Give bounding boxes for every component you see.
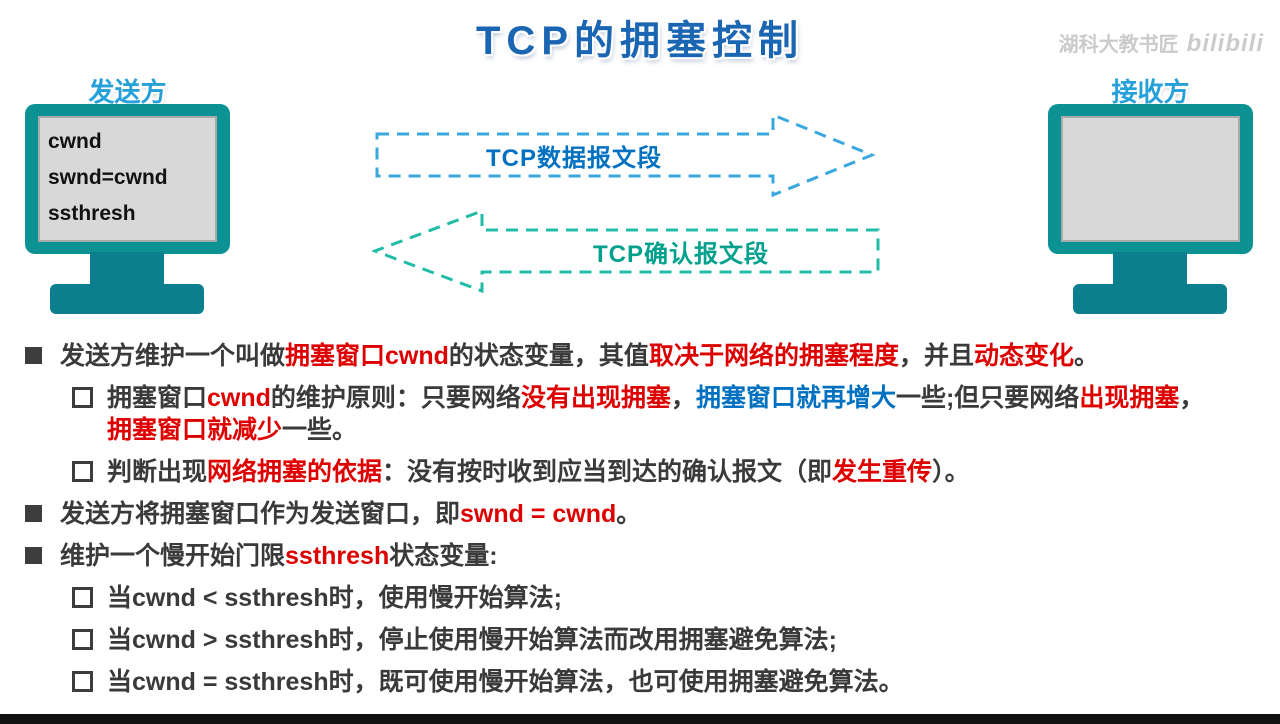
text-segment: 当cwnd = ssthresh时，既可使用慢开始算法，也可使用拥塞避免算法。 [107,668,904,696]
filled-square-bullet-icon [25,547,42,564]
text-segment: 动态变化 [973,342,1074,370]
text-segment: 出现拥塞 [1079,384,1180,412]
screen-variable-swnd: swnd=cwnd [48,166,168,189]
receiver-monitor-base [1073,284,1227,314]
bullet-text: 维护一个慢开始门限ssthresh状态变量: [60,540,1252,572]
text-segment: ， [1179,384,1205,412]
text-segment: 当cwnd > ssthresh时，停止使用慢开始算法而改用拥塞避免算法; [107,626,837,654]
bullet-item: 发送方维护一个叫做拥塞窗口cwnd的状态变量，其值取决于网络的拥塞程度，并且动态… [25,340,1252,372]
text-segment: 状态变量: [389,542,498,570]
bullet-text: 当cwnd < ssthresh时，使用慢开始算法; [107,582,1252,614]
sender-monitor-stand [90,252,164,286]
hollow-square-bullet-icon [72,629,93,650]
text-segment: 发送方将拥塞窗口作为发送窗口，即 [60,500,461,528]
sub-bullet-item: 拥塞窗口cwnd的维护原则：只要网络没有出现拥塞，拥塞窗口就再增大一些;但只要网… [25,382,1252,446]
right-arrow-icon [375,112,875,198]
screen-variable-cwnd: cwnd [48,130,102,153]
sender-monitor-base [50,284,204,314]
text-segment: ）。 [932,458,970,486]
left-arrow-icon [372,208,880,294]
text-segment: 一些。 [282,416,358,444]
page-title: TCP的拥塞控制 [476,19,804,63]
bullet-list: 发送方维护一个叫做拥塞窗口cwnd的状态变量，其值取决于网络的拥塞程度，并且动态… [25,340,1252,708]
sender-screen: cwnd swnd=cwnd ssthresh [38,116,217,242]
tcp-ack-arrow-label: TCP确认报文段 [593,240,769,268]
text-segment: 维护一个慢开始门限 [60,542,286,570]
bullet-text: 发送方维护一个叫做拥塞窗口cwnd的状态变量，其值取决于网络的拥塞程度，并且动态… [60,340,1252,372]
text-segment: ssthresh [285,542,390,570]
bottom-bar [0,714,1280,724]
text-segment: 当cwnd < ssthresh时，使用慢开始算法; [107,584,562,612]
bullet-item: 维护一个慢开始门限ssthresh状态变量: [25,540,1252,572]
text-segment: 发送方维护一个叫做 [60,342,286,370]
screen-variable-ssthresh: ssthresh [48,202,136,225]
receiver-monitor-stand [1113,252,1187,286]
sender-computer-icon: cwnd swnd=cwnd ssthresh [25,104,230,254]
filled-square-bullet-icon [25,505,42,522]
text-segment: swnd = cwnd [460,500,617,528]
bullet-text: 当cwnd = ssthresh时，既可使用慢开始算法，也可使用拥塞避免算法。 [107,666,1252,698]
text-segment: 。 [1073,342,1099,370]
text-segment: 取决于网络的拥塞程度 [648,342,899,370]
text-segment: 一些;但只要网络 [895,384,1080,412]
bullet-text: 判断出现网络拥塞的依据：没有按时收到应当到达的确认报文（即发生重传）。 [107,456,1252,488]
bullet-text: 发送方将拥塞窗口作为发送窗口，即swnd = cwnd。 [60,498,1252,530]
receiver-computer-icon [1048,104,1253,254]
receiver-label: 接收方 [1111,77,1190,107]
tcp-data-segment-arrow: TCP数据报文段 [375,112,875,198]
tcp-data-arrow-label: TCP数据报文段 [486,144,662,172]
bilibili-logo: bilibili [1186,30,1264,57]
sender-label: 发送方 [88,77,167,107]
tcp-ack-segment-arrow: TCP确认报文段 [372,208,880,294]
text-segment: 拥塞窗口cwnd [285,342,449,370]
text-segment: 拥塞窗口就再增大 [695,384,896,412]
sub-bullet-item: 当cwnd > ssthresh时，停止使用慢开始算法而改用拥塞避免算法; [25,624,1252,656]
text-segment: 发生重传 [832,458,933,486]
text-segment: cwnd [207,384,271,412]
text-segment: 网络拥塞的依据 [207,458,383,486]
text-segment: 的维护原则：只要网络 [270,384,521,412]
bullet-text: 当cwnd > ssthresh时，停止使用慢开始算法而改用拥塞避免算法; [107,624,1252,656]
text-segment: 没有出现拥塞 [520,384,671,412]
text-segment: ， [670,384,696,412]
watermark: 湖科大教书匠 bilibili [1059,28,1264,58]
text-segment: 。 [616,500,642,528]
text-segment: ：没有按时收到应当到达的确认报文（即 [382,458,833,486]
bullet-item: 发送方将拥塞窗口作为发送窗口，即swnd = cwnd。 [25,498,1252,530]
sub-bullet-item: 当cwnd = ssthresh时，既可使用慢开始算法，也可使用拥塞避免算法。 [25,666,1252,698]
text-segment: ，并且 [898,342,974,370]
receiver-screen [1061,116,1240,242]
watermark-text: 湖科大教书匠 [1058,34,1179,56]
hollow-square-bullet-icon [72,387,93,408]
text-segment: 判断出现 [107,458,208,486]
text-segment: 拥塞窗口 [107,384,208,412]
text-segment: 的状态变量，其值 [448,342,649,370]
sub-bullet-item: 判断出现网络拥塞的依据：没有按时收到应当到达的确认报文（即发生重传）。 [25,456,1252,488]
hollow-square-bullet-icon [72,671,93,692]
filled-square-bullet-icon [25,347,42,364]
sub-bullet-item: 当cwnd < ssthresh时，使用慢开始算法; [25,582,1252,614]
hollow-square-bullet-icon [72,587,93,608]
hollow-square-bullet-icon [72,461,93,482]
bullet-text: 拥塞窗口cwnd的维护原则：只要网络没有出现拥塞，拥塞窗口就再增大一些;但只要网… [107,382,1252,446]
text-segment: 拥塞窗口就减少 [107,416,283,444]
